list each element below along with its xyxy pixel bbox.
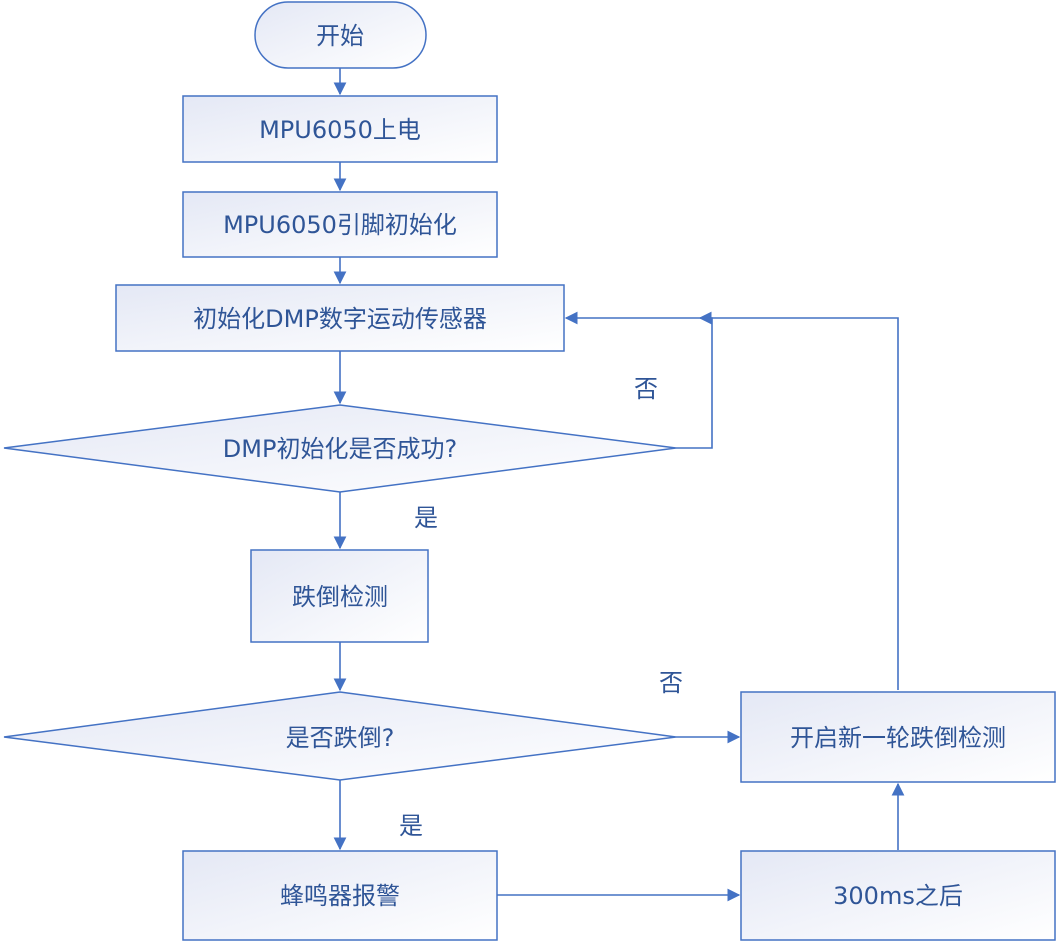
node-dmp-init-label: 初始化DMP数字运动传感器 (193, 305, 487, 333)
edge-label-fall-no: 否 (659, 669, 683, 697)
node-dmp-init: 初始化DMP数字运动传感器 (115, 284, 565, 352)
edge-label-fall-yes: 是 (399, 812, 423, 840)
node-fall-detect-label: 跌倒检测 (292, 583, 388, 611)
node-fall-detect: 跌倒检测 (250, 549, 429, 643)
process-shape (182, 95, 498, 163)
node-buzzer-label: 蜂鸣器报警 (280, 882, 400, 910)
process-shape (182, 191, 498, 258)
decision-shape (3, 404, 677, 493)
process-shape (740, 691, 1056, 783)
decision-shape (3, 691, 677, 781)
node-dmp-check-label: DMP初始化是否成功? (223, 435, 457, 463)
node-pin-init-label: MPU6050引脚初始化 (223, 211, 457, 239)
node-fall-check-label: 是否跌倒? (286, 724, 395, 752)
edge-dmp-check-no-loop (564, 311, 713, 449)
node-pin-init: MPU6050引脚初始化 (182, 191, 498, 258)
node-restart: 开启新一轮跌倒检测 (740, 691, 1056, 783)
edge-label-dmp-yes: 是 (414, 504, 438, 532)
node-dmp-check: DMP初始化是否成功? (3, 404, 677, 493)
node-start: 开始 (254, 1, 427, 69)
process-shape (250, 549, 429, 643)
node-fall-check: 是否跌倒? (3, 691, 677, 781)
process-shape (182, 850, 498, 941)
node-delay-label: 300ms之后 (833, 882, 963, 910)
node-power-on-label: MPU6050上电 (259, 116, 421, 144)
process-shape (740, 850, 1056, 941)
edges (333, 68, 905, 902)
edge-restart-to-dmp-init (698, 311, 899, 690)
edge-label-dmp-no: 否 (634, 375, 658, 403)
terminator-shape (254, 1, 427, 69)
node-delay: 300ms之后 (740, 850, 1056, 941)
process-shape (115, 284, 565, 352)
node-restart-label: 开启新一轮跌倒检测 (790, 724, 1006, 752)
node-start-label: 开始 (316, 22, 364, 50)
node-power-on: MPU6050上电 (182, 95, 498, 163)
node-buzzer: 蜂鸣器报警 (182, 850, 498, 941)
